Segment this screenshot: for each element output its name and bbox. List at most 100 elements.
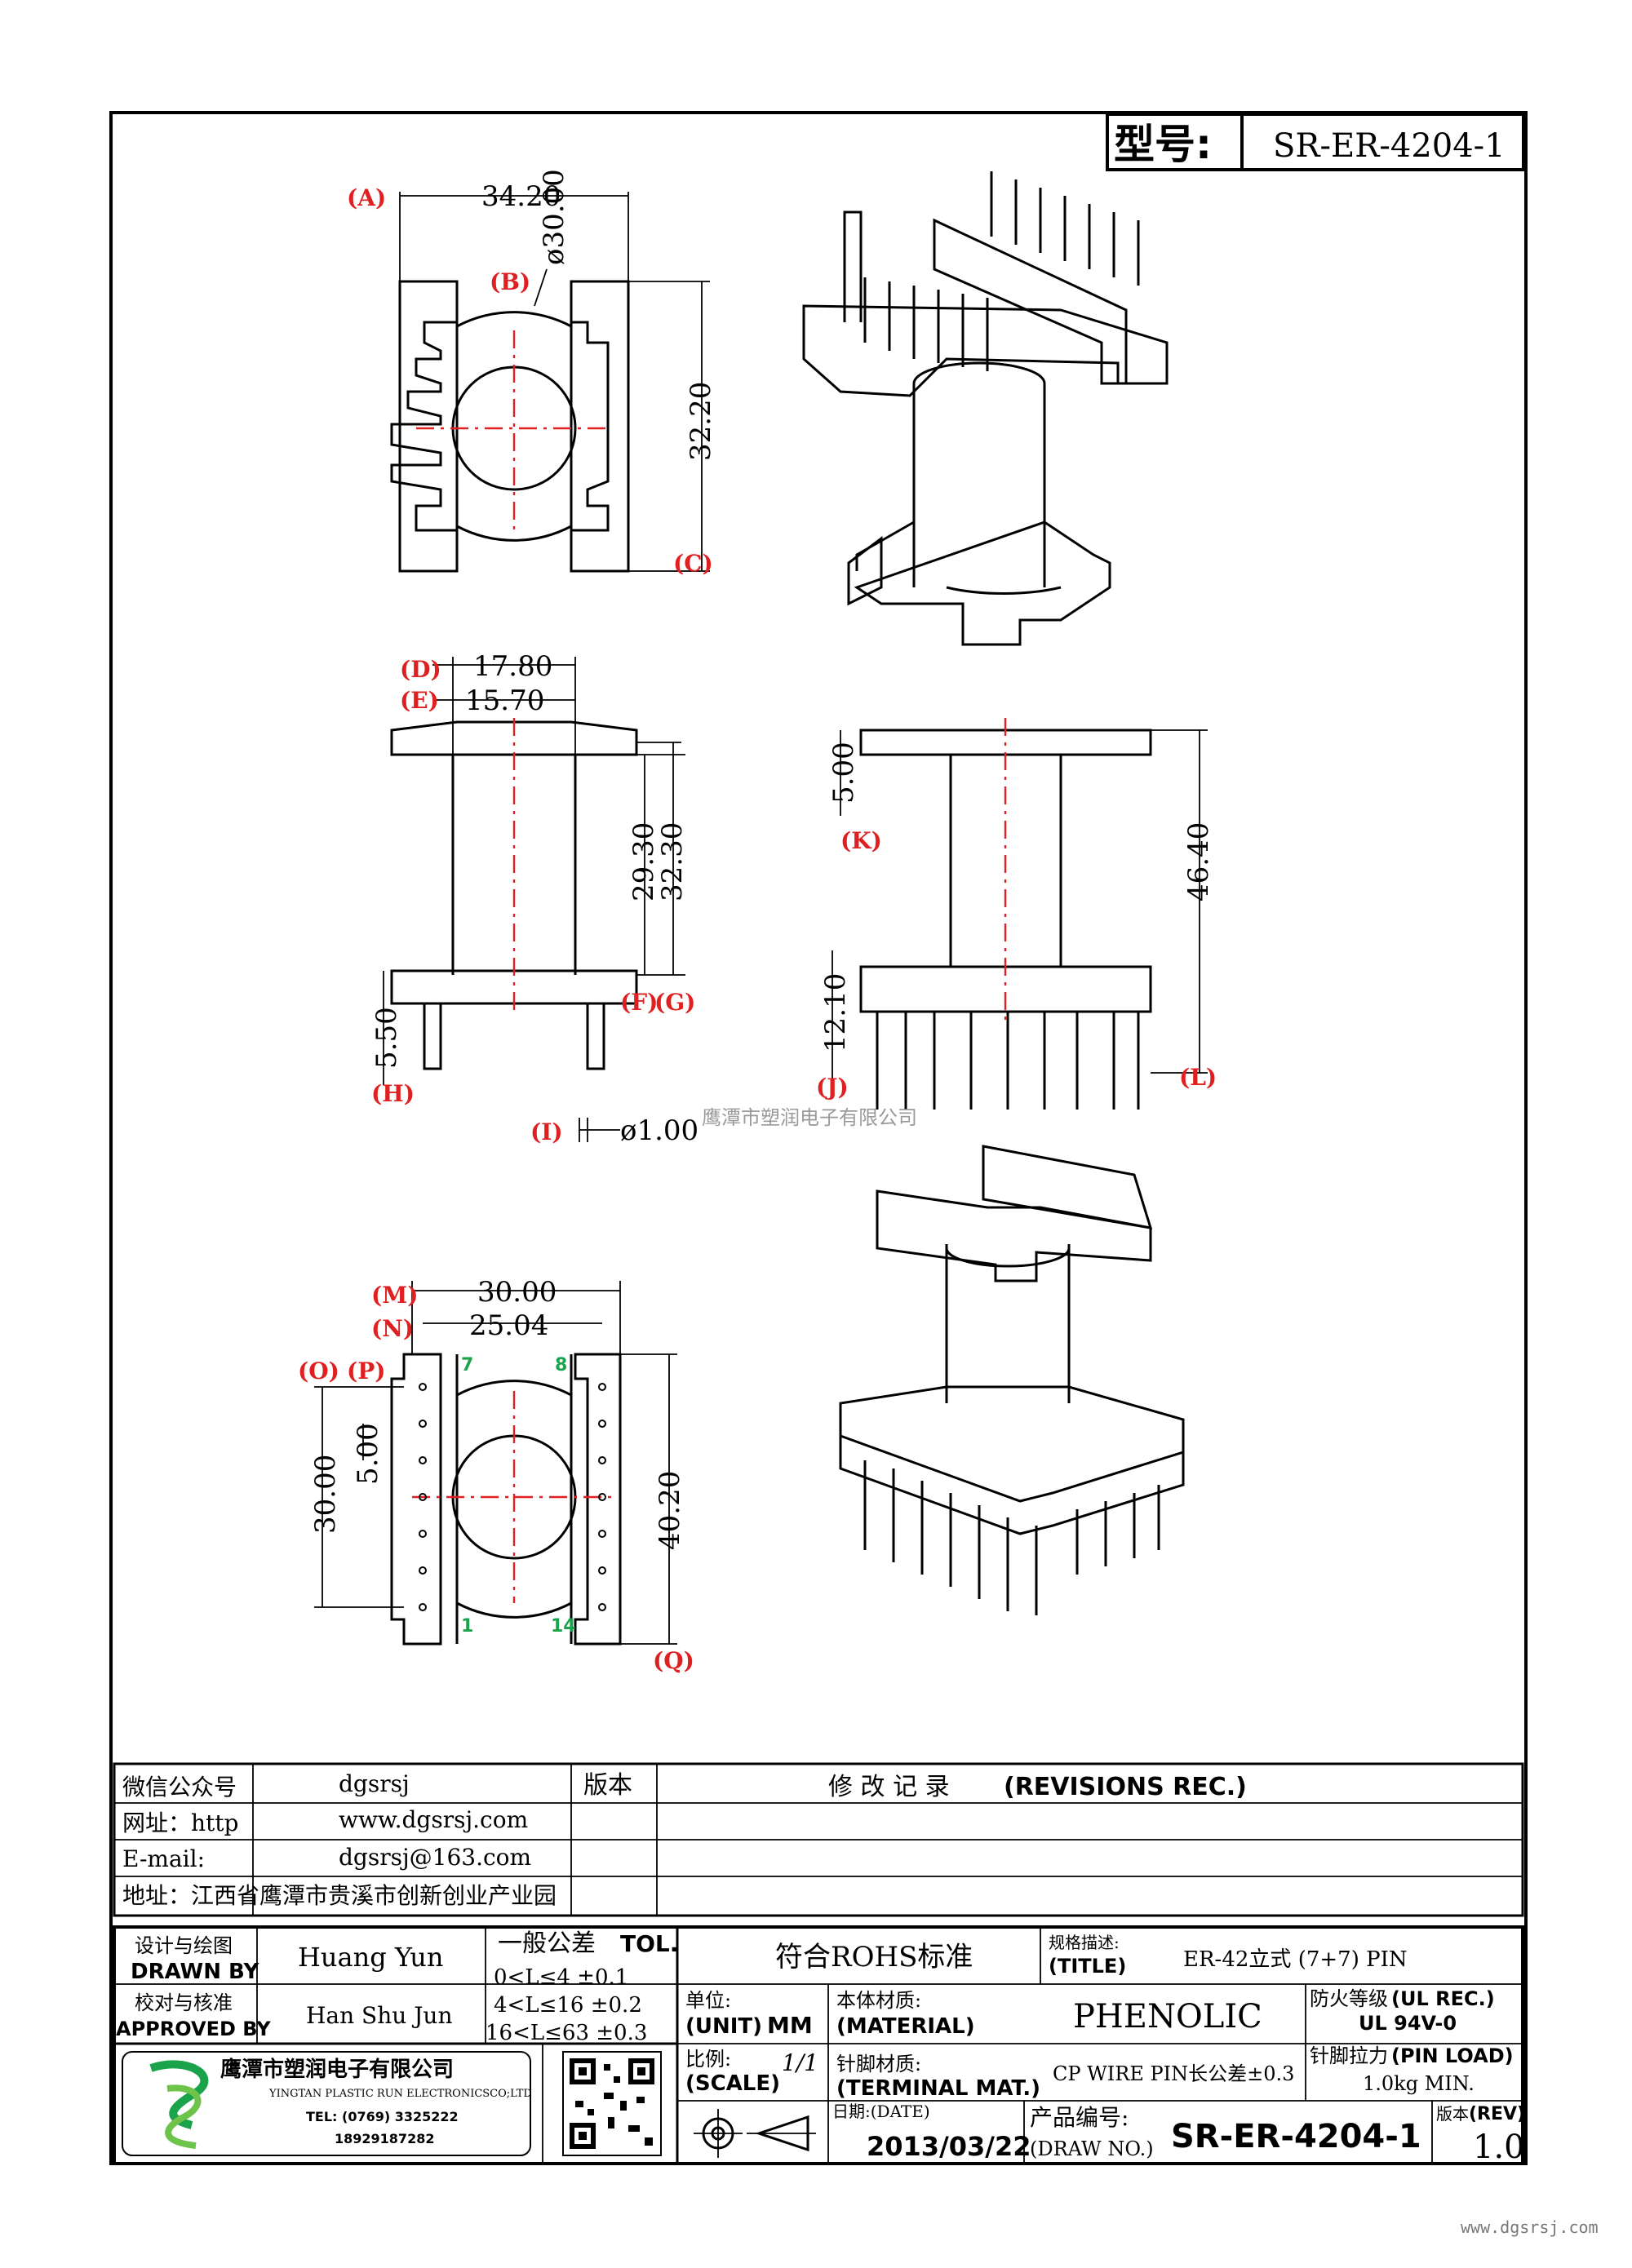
- dim-O: 30.00: [309, 1455, 342, 1534]
- dim-L: 46.40: [1182, 822, 1215, 901]
- label-B: (B): [490, 268, 530, 295]
- model-value: SR-ER-4204-1: [1273, 127, 1506, 165]
- date-label: 日期:(DATE): [832, 2102, 930, 2121]
- revisions-en: (REVISIONS REC.): [1004, 1773, 1247, 1801]
- pin-number-1: 1: [461, 1616, 473, 1637]
- company-cn: 鹰潭市塑润电子有限公司: [220, 2057, 454, 2082]
- drawno-en: (DRAW NO.): [1030, 2137, 1154, 2160]
- scale-value: 1/1: [782, 2049, 818, 2076]
- address: 地址：江西省鹰潭市贵溪市创新创业产业园: [122, 1882, 557, 1909]
- email-value: dgsrsj@163.com: [339, 1844, 531, 1871]
- company-tel: TEL: (0769) 3325222: [306, 2109, 459, 2124]
- footer-url: www.dgsrsj.com: [1461, 2217, 1599, 2237]
- dim-P: 5.00: [352, 1423, 384, 1485]
- designer-en: DRAWN BY: [131, 1960, 259, 1984]
- approver-cn: 校对与核准: [135, 1991, 233, 2014]
- rohs: 符合ROHS标准: [775, 1941, 973, 1973]
- label-J: (J): [816, 1074, 849, 1101]
- terminal-en: (TERMINAL MAT.): [836, 2076, 1040, 2101]
- drawing-frame: [109, 111, 1528, 2165]
- label-Q: (Q): [653, 1647, 694, 1674]
- wechat-label: 微信公众号: [122, 1774, 237, 1801]
- revisions-cn: 修 改 记 录: [828, 1773, 950, 1801]
- label-A: (A): [347, 184, 386, 211]
- dim-C: 32.20: [685, 382, 717, 461]
- terminal-cn: 针脚材质:: [836, 2053, 921, 2075]
- info-table: 微信公众号 dgsrsj 网址：http www.dgsrsj.com E-ma…: [113, 1762, 1524, 1917]
- model-box: 型号: SR-ER-4204-1: [1106, 113, 1525, 171]
- dim-M: 30.00: [477, 1276, 557, 1309]
- tol-2: 4<L≤16 ±0.2: [494, 1993, 642, 2018]
- dim-H: 5.50: [370, 1007, 403, 1069]
- version-label: 版本: [583, 1771, 632, 1800]
- label-C: (C): [673, 550, 713, 577]
- label-K: (K): [840, 827, 882, 854]
- label-H: (H): [371, 1080, 415, 1107]
- label-G: (G): [654, 989, 695, 1016]
- label-E: (E): [400, 687, 439, 714]
- top-view: 34.20 (A) ø30.00 (B) 32.20 (C): [347, 169, 717, 577]
- pinload-cn: 针脚拉力: [1310, 2044, 1388, 2067]
- web-value: www.dgsrsj.com: [339, 1806, 528, 1833]
- front-view: 17.80 (D) 15.70 (E) 29.30 32.30 (F) (G) …: [370, 650, 698, 1147]
- label-F: (F): [620, 989, 658, 1016]
- date-value: 2013/03/22: [867, 2131, 1031, 2162]
- tol-1: 0<L≤4 ±0.1: [494, 1965, 628, 1990]
- model-label: 型号:: [1114, 121, 1212, 168]
- dim-B: ø30.00: [538, 169, 570, 265]
- terminal-value: CP WIRE PIN长公差±0.3: [1053, 2062, 1294, 2085]
- rev-en: (REV): [1469, 2104, 1525, 2124]
- approver-en: APPROVED BY: [116, 2018, 271, 2040]
- material-value: PHENOLIC: [1073, 1998, 1262, 2035]
- dim-E: 15.70: [465, 684, 544, 717]
- dim-K: 5.00: [827, 742, 860, 804]
- label-L: (L): [1179, 1064, 1217, 1091]
- dim-G: 32.30: [656, 822, 689, 901]
- label-D: (D): [400, 656, 441, 683]
- material-cn: 本体材质:: [836, 1989, 921, 2012]
- rev-value: 1.0: [1473, 2128, 1525, 2166]
- wechat-value: dgsrsj: [339, 1770, 410, 1797]
- side-view: 46.40 (L) 5.00 (K) 12.10 (J): [816, 718, 1217, 1110]
- email-label: E-mail:: [122, 1845, 205, 1872]
- pinload-value: 1.0kg MIN.: [1363, 2072, 1475, 2095]
- label-P: (P): [347, 1358, 386, 1384]
- dim-I: ø1.00: [620, 1114, 698, 1147]
- spec-en: (TITLE): [1049, 1955, 1126, 1978]
- company-en: YINGTAN PLASTIC RUN ELECTRONICSCO;LTD: [268, 2088, 532, 2100]
- spec-value: ER-42立式 (7+7) PIN: [1183, 1947, 1408, 1972]
- title-block: 设计与绘图 DRAWN BY Huang Yun 校对与核准 APPROVED …: [113, 1925, 1525, 2166]
- tol-3: 16<L≤63 ±0.3: [486, 2021, 647, 2045]
- designer-cn: 设计与绘图: [135, 1934, 233, 1957]
- fire-value: UL 94V-0: [1359, 2012, 1457, 2035]
- spec-cn: 规格描述:: [1049, 1933, 1120, 1952]
- unit-value: MM: [767, 2012, 813, 2039]
- tol-en: TOL.: [620, 1930, 678, 1957]
- watermark: 鹰潭市塑润电子有限公司: [702, 1106, 917, 1129]
- unit-en: (UNIT): [685, 2014, 762, 2039]
- approver-name: Han Shu Jun: [306, 2002, 452, 2029]
- dim-A: 34.20: [481, 180, 561, 213]
- pin-number-8: 8: [555, 1355, 567, 1375]
- pin-number-14: 14: [551, 1616, 576, 1637]
- pin-number-7: 7: [461, 1355, 473, 1375]
- dim-D: 17.80: [473, 650, 552, 683]
- projection-symbol: [694, 2109, 816, 2158]
- dim-F: 29.30: [628, 822, 660, 901]
- dim-Q: 40.20: [654, 1471, 686, 1550]
- company-logo: [122, 2051, 531, 2156]
- designer-name: Huang Yun: [298, 1942, 443, 1973]
- dim-N: 25.04: [469, 1309, 548, 1342]
- drawno-cn: 产品编号:: [1030, 2104, 1129, 2131]
- web-label: 网址：http: [122, 1810, 238, 1836]
- bottom-view: 7 8 1 14 30.00 (M) 25.04 (N) 30.00 (O) 5…: [298, 1276, 694, 1674]
- drawno-value: SR-ER-4204-1: [1171, 2118, 1421, 2155]
- label-O: (O): [298, 1358, 339, 1384]
- company-mobile: 18929187282: [335, 2131, 434, 2146]
- unit-cn: 单位:: [685, 1989, 731, 2012]
- isometric-view-2: [839, 1145, 1185, 1615]
- label-M: (M): [371, 1282, 419, 1309]
- label-N: (N): [371, 1315, 414, 1342]
- material-en: (MATERIAL): [836, 2014, 975, 2039]
